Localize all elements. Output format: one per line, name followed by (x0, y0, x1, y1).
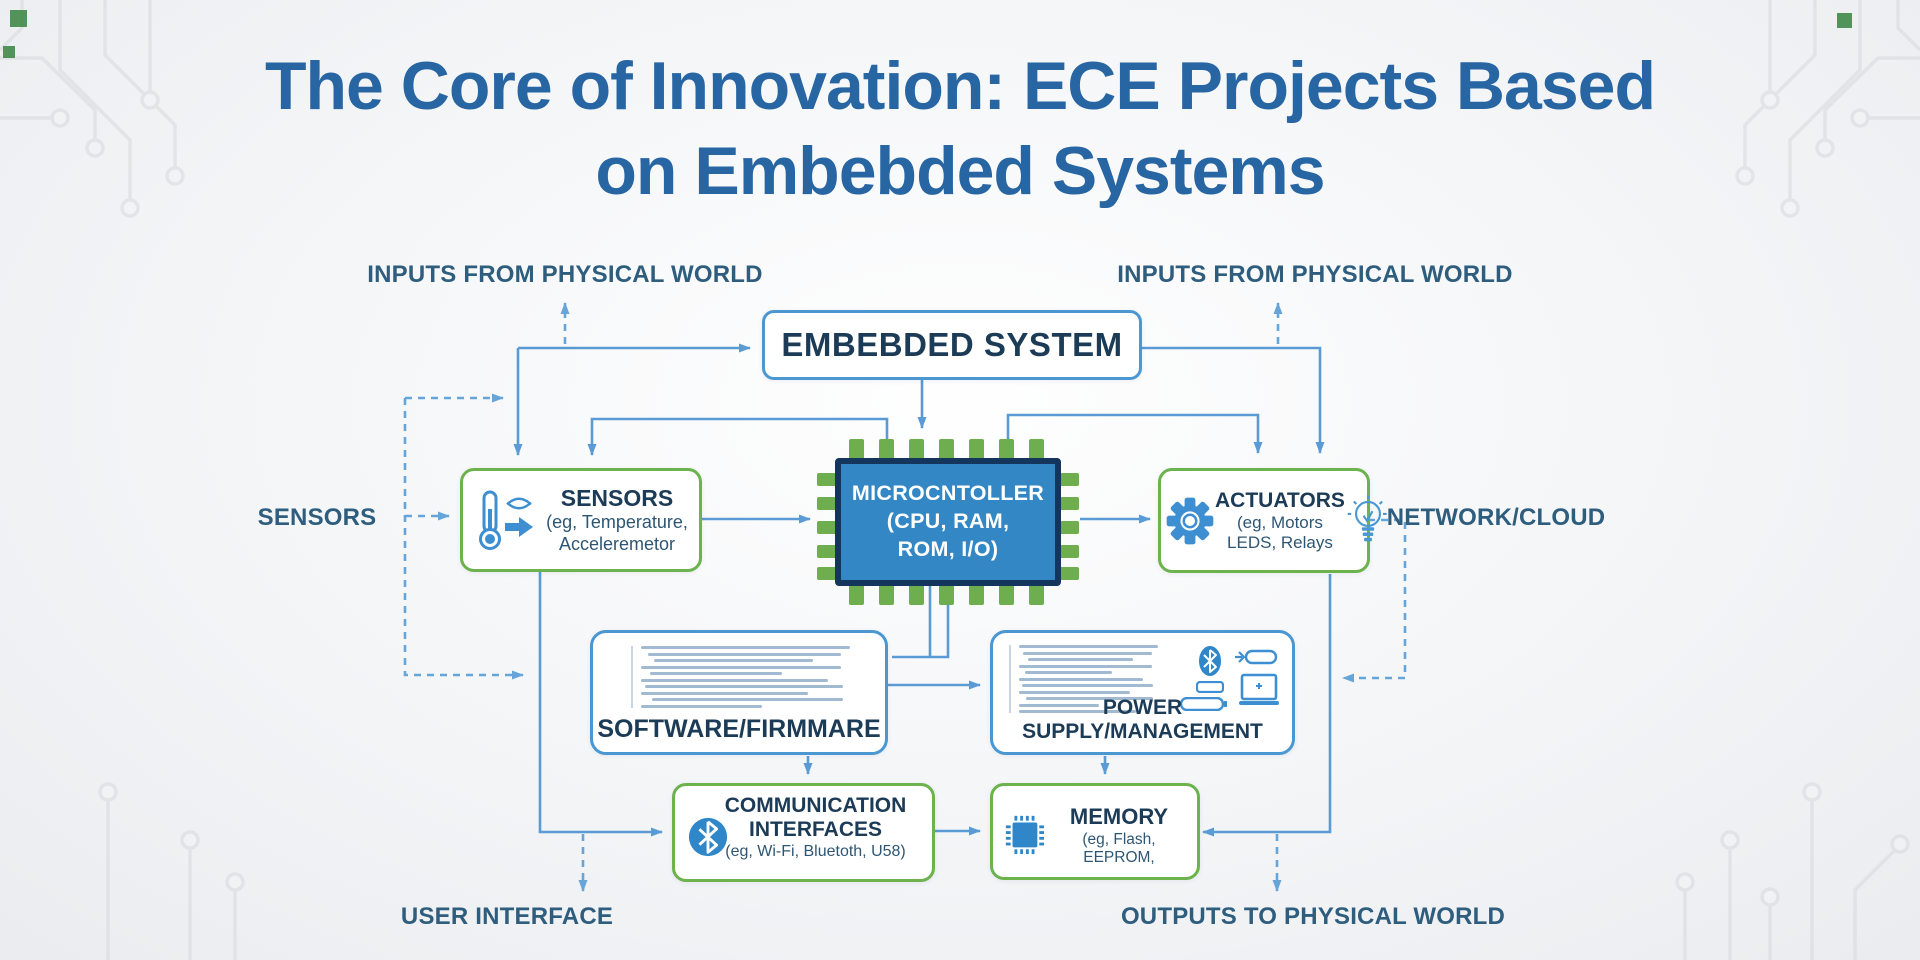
communication-line: (eg, Wi-Fi, Bluetoth, U58) (725, 843, 906, 861)
power-title: POWER SUPPLY/MANAGEMENT (1022, 696, 1263, 743)
microcontroller-line1: MICROCNTOLLER (851, 481, 1045, 506)
arrow-right-icon (505, 517, 533, 537)
page-title-line2: on Embebded Systems (595, 133, 1325, 209)
sensors-line1: (eg, Temperature, (546, 512, 688, 533)
plug-icon (1235, 649, 1278, 665)
memory-line: (eg, Flash, EEPROM, (1082, 831, 1156, 866)
actuators-title: ACTUATORS (1215, 488, 1345, 512)
communication-box: COMMUNICATION INTERFACES (eg, Wi-Fi, Blu… (672, 783, 935, 882)
power-pseudo-text (1009, 645, 1165, 713)
label-inputs-right: INPUTS FROM PHYSICAL WORLD (1117, 261, 1513, 288)
communication-title1: COMMUNICATION (724, 794, 907, 817)
sensors-text: SENSORS (eg, Temperature, Acceleremetor (541, 485, 693, 556)
sensors-title: SENSORS (560, 484, 674, 511)
microcontroller-body: MICROCNTOLLER (CPU, RAM, ROM, I/O) (835, 458, 1061, 586)
page-title: The Core of Innovation: ECE Projects Bas… (0, 44, 1920, 214)
memory-box: MEMORY (eg, Flash, EEPROM, (990, 783, 1200, 880)
embedded-system-title: EMBEBDED SYSTEM (781, 326, 1123, 363)
green-square-accent (10, 10, 27, 27)
usb-icon (1196, 681, 1224, 693)
sensors-icons (473, 487, 541, 553)
solid-connectors (513, 343, 1332, 837)
software-box: SOFTWARE/FIRMMARE (590, 630, 888, 755)
eye-icon (506, 497, 532, 510)
laptop-icon (1239, 673, 1279, 705)
memory-title: MEMORY (1069, 804, 1169, 829)
lightbulb-icon (1347, 494, 1389, 541)
green-square-accent (3, 46, 15, 58)
power-icons (1152, 645, 1280, 711)
actuators-text: ACTUATORS (eg, Motors LEDS, Relays (1215, 488, 1345, 554)
memory-chip-icon (1005, 815, 1045, 855)
battery-icon (1180, 697, 1227, 711)
page-title-line1: The Core of Innovation: ECE Projects Bas… (264, 48, 1656, 124)
label-user-interface: USER INTERFACE (400, 903, 614, 930)
communication-title2: INTERFACES (748, 817, 882, 841)
dashed-connectors (403, 302, 1407, 892)
label-inputs-left: INPUTS FROM PHYSICAL WORLD (367, 261, 763, 288)
microcontroller-line2: (CPU, RAM, (886, 509, 1010, 534)
communication-text: COMMUNICATION INTERFACES (eg, Wi-Fi, Blu… (703, 794, 928, 861)
software-title: SOFTWARE/FIRMMARE (597, 715, 881, 743)
label-outputs: OUTPUTS TO PHYSICAL WORLD (1120, 903, 1506, 930)
bluetooth-icon (1199, 646, 1221, 676)
power-box: POWER SUPPLY/MANAGEMENT (990, 630, 1295, 755)
memory-text: MEMORY (eg, Flash, EEPROM, (1045, 804, 1193, 867)
microcontroller-chip: MICROCNTOLLER (CPU, RAM, ROM, I/O) (817, 439, 1079, 605)
gear-icon (1166, 497, 1214, 544)
sensors-line2: Acceleremetor (558, 533, 676, 554)
microcontroller-line3: ROM, I/O) (897, 536, 999, 561)
thermometer-icon (479, 490, 501, 550)
actuators-line2: LEDS, Relays (1227, 533, 1333, 553)
actuators-box: ACTUATORS (eg, Motors LEDS, Relays (1158, 468, 1389, 573)
label-sensors-side: SENSORS (257, 504, 377, 531)
label-network-cloud: NETWORK/CLOUD (1386, 504, 1606, 531)
sensors-box: SENSORS (eg, Temperature, Acceleremetor (460, 468, 702, 572)
actuators-line1: (eg, Motors (1236, 512, 1323, 532)
green-square-accent (1837, 13, 1852, 28)
bluetooth-icon (688, 817, 728, 857)
embedded-system-box: EMBEBDED SYSTEM (762, 310, 1142, 380)
software-pseudo-text (631, 646, 861, 708)
